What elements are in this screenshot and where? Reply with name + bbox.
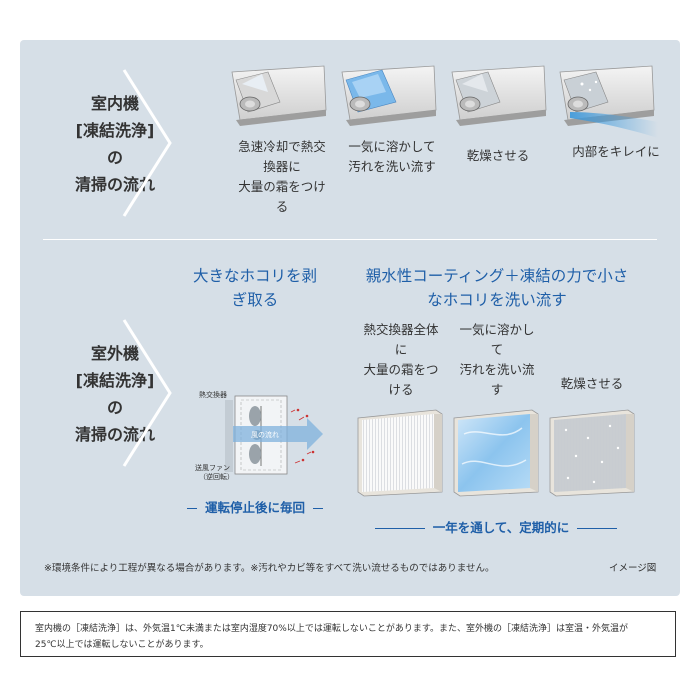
section-divider bbox=[43, 239, 657, 240]
disclaimer-footnote: ※環境条件により工程が異なる場合があります。※汚れやカビ等をすべて洗い流せるもの… bbox=[44, 563, 495, 574]
indoor-title-line-2: [凍結洗浄] bbox=[75, 121, 155, 140]
outdoor-chevron-icon bbox=[122, 319, 172, 467]
outdoor-unit-3-icon bbox=[549, 409, 635, 497]
outdoor-right-heading-line-1: 親水性コーティング＋凍結の力で小さ bbox=[365, 267, 629, 285]
outdoor-unit-1-icon bbox=[357, 409, 443, 497]
indoor-step-1-line-3: 大量の霜をつけ bbox=[238, 179, 326, 194]
outdoor-title-line-1: 室外機 bbox=[90, 344, 139, 363]
indoor-step-1-line-1: 急速冷却で熱交 bbox=[238, 139, 326, 154]
indoor-title-line-1: 室内機 bbox=[90, 94, 139, 113]
indoor-unit-4-icon bbox=[559, 65, 658, 138]
outdoor-right-note-text: 一年を通して、定期的に bbox=[432, 520, 570, 535]
indoor-step-4-label: 内部をキレイに bbox=[560, 142, 672, 162]
indoor-step-1-line-2: 換器に bbox=[263, 159, 301, 174]
indoor-title-line-3: の bbox=[106, 148, 123, 167]
outdoor-right-heading: 親水性コーティング＋凍結の力で小さ なホコリを洗い流す bbox=[352, 264, 642, 312]
operating-conditions-note: 室内機の［凍結洗浄］は、外気温1℃未満または室内湿度70%以上では運転しないこと… bbox=[20, 611, 676, 657]
outdoor-step-2-line-3: 汚れを洗い流 bbox=[459, 362, 535, 377]
indoor-title-line-4: 清掃の流れ bbox=[74, 175, 155, 194]
outdoor-title-line-4: 清掃の流れ bbox=[74, 425, 155, 444]
indoor-step-3-label: 乾燥させる bbox=[442, 146, 554, 166]
outdoor-step-1-line-4: ける bbox=[388, 382, 414, 397]
outdoor-left-note-text: 運転停止後に毎回 bbox=[204, 500, 305, 515]
outdoor-step-2-label: 一気に溶かし て 汚れを洗い流 す bbox=[451, 320, 543, 400]
outdoor-step-3-label: 乾燥させる bbox=[546, 374, 638, 394]
indoor-unit-illustrations bbox=[231, 65, 658, 138]
outdoor-step-2-line-1: 一気に溶かし bbox=[459, 322, 535, 337]
outdoor-step-2-line-4: す bbox=[490, 382, 504, 397]
outdoor-step-2-line-2: て bbox=[490, 342, 504, 357]
outdoor-step-1-line-2: に bbox=[394, 342, 408, 357]
outdoor-title-line-3: の bbox=[106, 398, 123, 417]
outdoor-left-heading: 大きなホコリを剥 ぎ取る bbox=[180, 264, 330, 312]
outdoor-step-1-label: 熱交換器全体 に 大量の霜をつ ける bbox=[355, 320, 447, 400]
indoor-section-title: 室内機 [凍結洗浄] の 清掃の流れ bbox=[60, 90, 170, 198]
outdoor-section-title: 室外機 [凍結洗浄] の 清掃の流れ bbox=[60, 340, 170, 448]
heat-exchanger-label: 熱交換器 bbox=[199, 390, 227, 399]
outdoor-right-heading-line-2: なホコリを洗い流す bbox=[427, 291, 567, 309]
indoor-unit-3-icon bbox=[451, 65, 547, 126]
image-caption: イメージ図 bbox=[609, 563, 657, 574]
fan-label-line-1: 送風ファン bbox=[195, 463, 230, 472]
indoor-step-4-line-1: 内部をキレイに bbox=[572, 144, 660, 159]
outdoor-left-note: 運転停止後に毎回 bbox=[180, 497, 330, 516]
outdoor-right-note: 一年を通して、定期的に bbox=[356, 517, 636, 536]
outdoor-left-heading-line-1: 大きなホコリを剥 bbox=[192, 267, 317, 285]
indoor-step-3-line-1: 乾燥させる bbox=[466, 148, 530, 163]
fan-label-line-2: （逆回転） bbox=[199, 472, 234, 481]
outdoor-step-3-line-1: 乾燥させる bbox=[560, 376, 624, 391]
indoor-chevron-icon bbox=[122, 69, 172, 217]
indoor-step-1-line-4: る bbox=[275, 199, 289, 214]
indoor-step-2-line-1: 一気に溶かして bbox=[348, 139, 436, 154]
indoor-unit-1-icon bbox=[231, 65, 327, 126]
outdoor-step-1-line-3: 大量の霜をつ bbox=[363, 362, 439, 377]
indoor-unit-2-icon bbox=[341, 65, 437, 126]
indoor-step-2-line-2: 汚れを洗い流す bbox=[348, 159, 436, 174]
process-panel bbox=[20, 40, 680, 596]
outdoor-left-heading-line-2: ぎ取る bbox=[231, 291, 279, 309]
indoor-step-2-label: 一気に溶かして 汚れを洗い流す bbox=[336, 137, 448, 177]
operating-conditions-line-1: 室内機の［凍結洗浄］は、外気温1℃未満または室内湿度70%以上では運転しないこと… bbox=[35, 624, 628, 634]
reverse-fan-diagram: 風の流れ 熱交換器 送風ファン （逆回転） bbox=[195, 390, 323, 481]
outdoor-step-1-line-1: 熱交換器全体 bbox=[363, 322, 439, 337]
outdoor-unit-2-icon bbox=[453, 409, 539, 497]
outdoor-unit-illustrations bbox=[357, 409, 635, 497]
outdoor-title-line-2: [凍結洗浄] bbox=[75, 371, 155, 390]
wind-flow-label: 風の流れ bbox=[251, 430, 279, 439]
operating-conditions-line-2: 25℃以上では運転しないことがあります。 bbox=[35, 640, 209, 650]
indoor-step-1-label: 急速冷却で熱交 換器に 大量の霜をつけ る bbox=[226, 137, 338, 217]
